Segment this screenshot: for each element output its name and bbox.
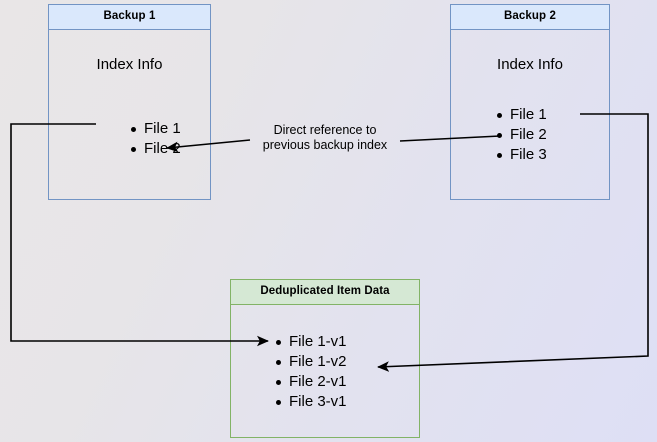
node-deduplicated-item-data-file-list: File 1-v1 File 1-v2 File 2-v1 File 3-v1 (274, 332, 347, 412)
list-item: File 1-v1 (274, 332, 347, 352)
list-item: File 3 (495, 145, 547, 165)
node-backup-2-body-title: Index Info (497, 56, 563, 73)
list-item: File 2-v1 (274, 372, 347, 392)
node-deduplicated-item-data-body: File 1-v1 File 1-v2 File 2-v1 File 3-v1 (231, 305, 419, 437)
list-item: File 3-v1 (274, 392, 347, 412)
list-item: File 2 (495, 125, 547, 145)
node-backup-1-body: Index Info File 1 File 2 (49, 30, 210, 199)
edge-label-line-1: Direct reference to (273, 123, 377, 137)
node-deduplicated-item-data: Deduplicated Item Data File 1-v1 File 1-… (230, 279, 420, 438)
node-backup-1-file-list: File 1 File 2 (129, 119, 181, 159)
node-backup-2-header: Backup 2 (451, 5, 609, 30)
list-item: File 1 (495, 105, 547, 125)
list-item: File 1-v2 (274, 352, 347, 372)
list-item: File 1 (129, 119, 181, 139)
edge-label-line-2: previous backup index (262, 138, 388, 152)
node-backup-2-file-list: File 1 File 2 File 3 (495, 105, 547, 165)
node-backup-2-body: Index Info File 1 File 2 File 3 (451, 30, 609, 199)
node-backup-2: Backup 2 Index Info File 1 File 2 File 3 (450, 4, 610, 200)
list-item: File 2 (129, 139, 181, 159)
node-backup-1: Backup 1 Index Info File 1 File 2 (48, 4, 211, 200)
edge-label-direct-reference: Direct reference to previous backup inde… (255, 123, 395, 153)
node-backup-1-header: Backup 1 (49, 5, 210, 30)
node-deduplicated-item-data-header: Deduplicated Item Data (231, 280, 419, 305)
node-backup-1-body-title: Index Info (96, 56, 163, 73)
